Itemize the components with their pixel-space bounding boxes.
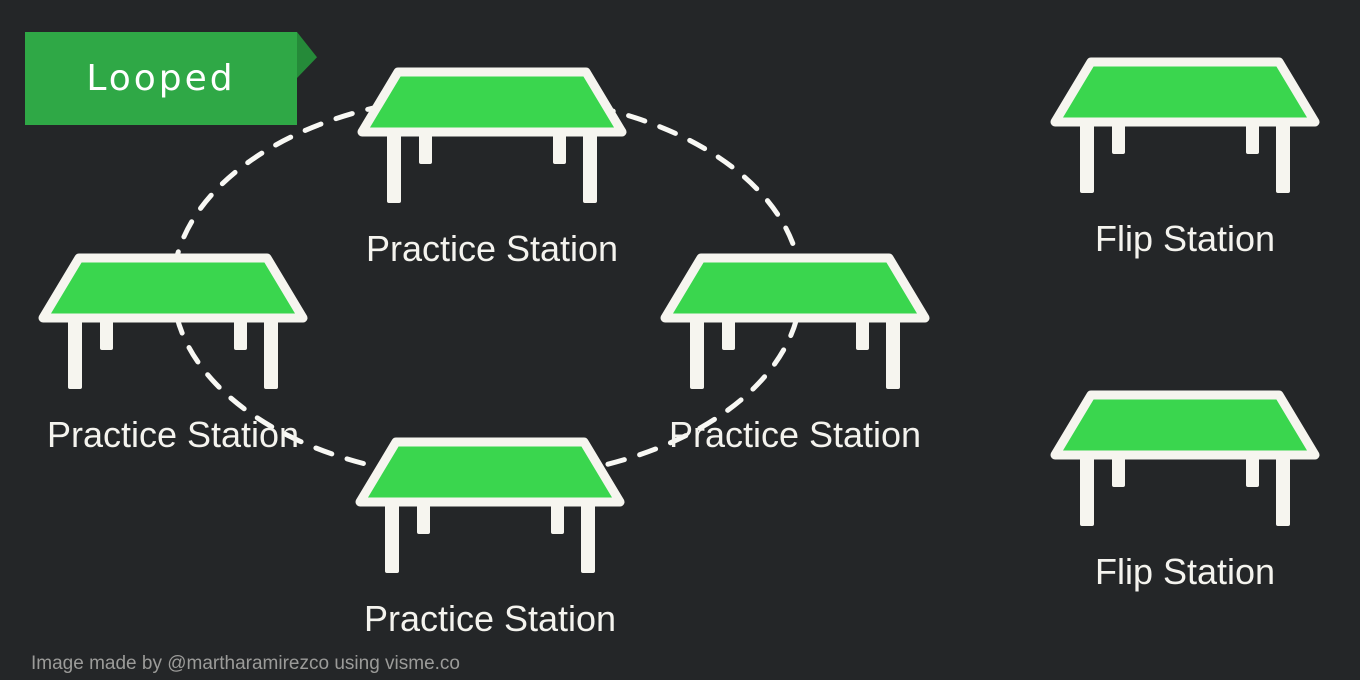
table-icon: [1050, 390, 1320, 526]
table-leg-outer-left-icon: [387, 129, 401, 203]
looped-banner: Looped: [25, 32, 317, 125]
table-leg-inner-right-icon: [234, 315, 247, 350]
table-leg-outer-right-icon: [264, 315, 278, 389]
table-leg-outer-left-icon: [385, 499, 399, 573]
table-leg-inner-right-icon: [1246, 452, 1259, 487]
tabletop-icon: [355, 437, 625, 507]
tabletop-icon: [357, 67, 627, 137]
table-leg-outer-right-icon: [1276, 119, 1290, 193]
table-leg-outer-right-icon: [583, 129, 597, 203]
table-leg-inner-left-icon: [417, 499, 430, 534]
table-leg-outer-right-icon: [1276, 452, 1290, 526]
table-leg-outer-left-icon: [68, 315, 82, 389]
station-label: Practice Station: [363, 598, 617, 639]
tabletop-icon: [1050, 390, 1320, 460]
table-leg-inner-right-icon: [551, 499, 564, 534]
looped-banner-label: Looped: [86, 58, 236, 99]
station-practice-top: Practice Station: [356, 65, 628, 269]
station-flip-top: Flip Station: [1049, 55, 1321, 259]
table-leg-outer-left-icon: [1080, 119, 1094, 193]
table-icon: [660, 253, 930, 389]
station-label: Practice Station: [46, 414, 300, 455]
tabletop-icon: [1050, 57, 1320, 127]
table-icon: [38, 253, 308, 389]
station-label: Flip Station: [1094, 218, 1276, 259]
table-leg-outer-right-icon: [581, 499, 595, 573]
table-icon: [355, 437, 625, 573]
station-label: Flip Station: [1094, 551, 1276, 592]
table-leg-inner-left-icon: [722, 315, 735, 350]
station-label: Practice Station: [365, 228, 619, 269]
table-leg-outer-left-icon: [690, 315, 704, 389]
table-icon: [357, 67, 627, 203]
table-leg-outer-right-icon: [886, 315, 900, 389]
table-leg-inner-right-icon: [553, 129, 566, 164]
tabletop-icon: [38, 253, 308, 323]
table-leg-inner-left-icon: [419, 129, 432, 164]
table-leg-inner-left-icon: [1112, 452, 1125, 487]
station-practice-right: Practice Station: [659, 251, 931, 455]
table-leg-inner-left-icon: [1112, 119, 1125, 154]
station-practice-bottom: Practice Station: [354, 435, 626, 639]
station-practice-left: Practice Station: [37, 251, 309, 455]
table-leg-inner-right-icon: [856, 315, 869, 350]
station-flip-bottom: Flip Station: [1049, 388, 1321, 592]
tabletop-icon: [660, 253, 930, 323]
table-leg-inner-left-icon: [100, 315, 113, 350]
station-label: Practice Station: [668, 414, 922, 455]
attribution-text: Image made by @martharamirezco using vis…: [31, 653, 461, 674]
table-icon: [1050, 57, 1320, 193]
table-leg-inner-right-icon: [1246, 119, 1259, 154]
table-leg-outer-left-icon: [1080, 452, 1094, 526]
